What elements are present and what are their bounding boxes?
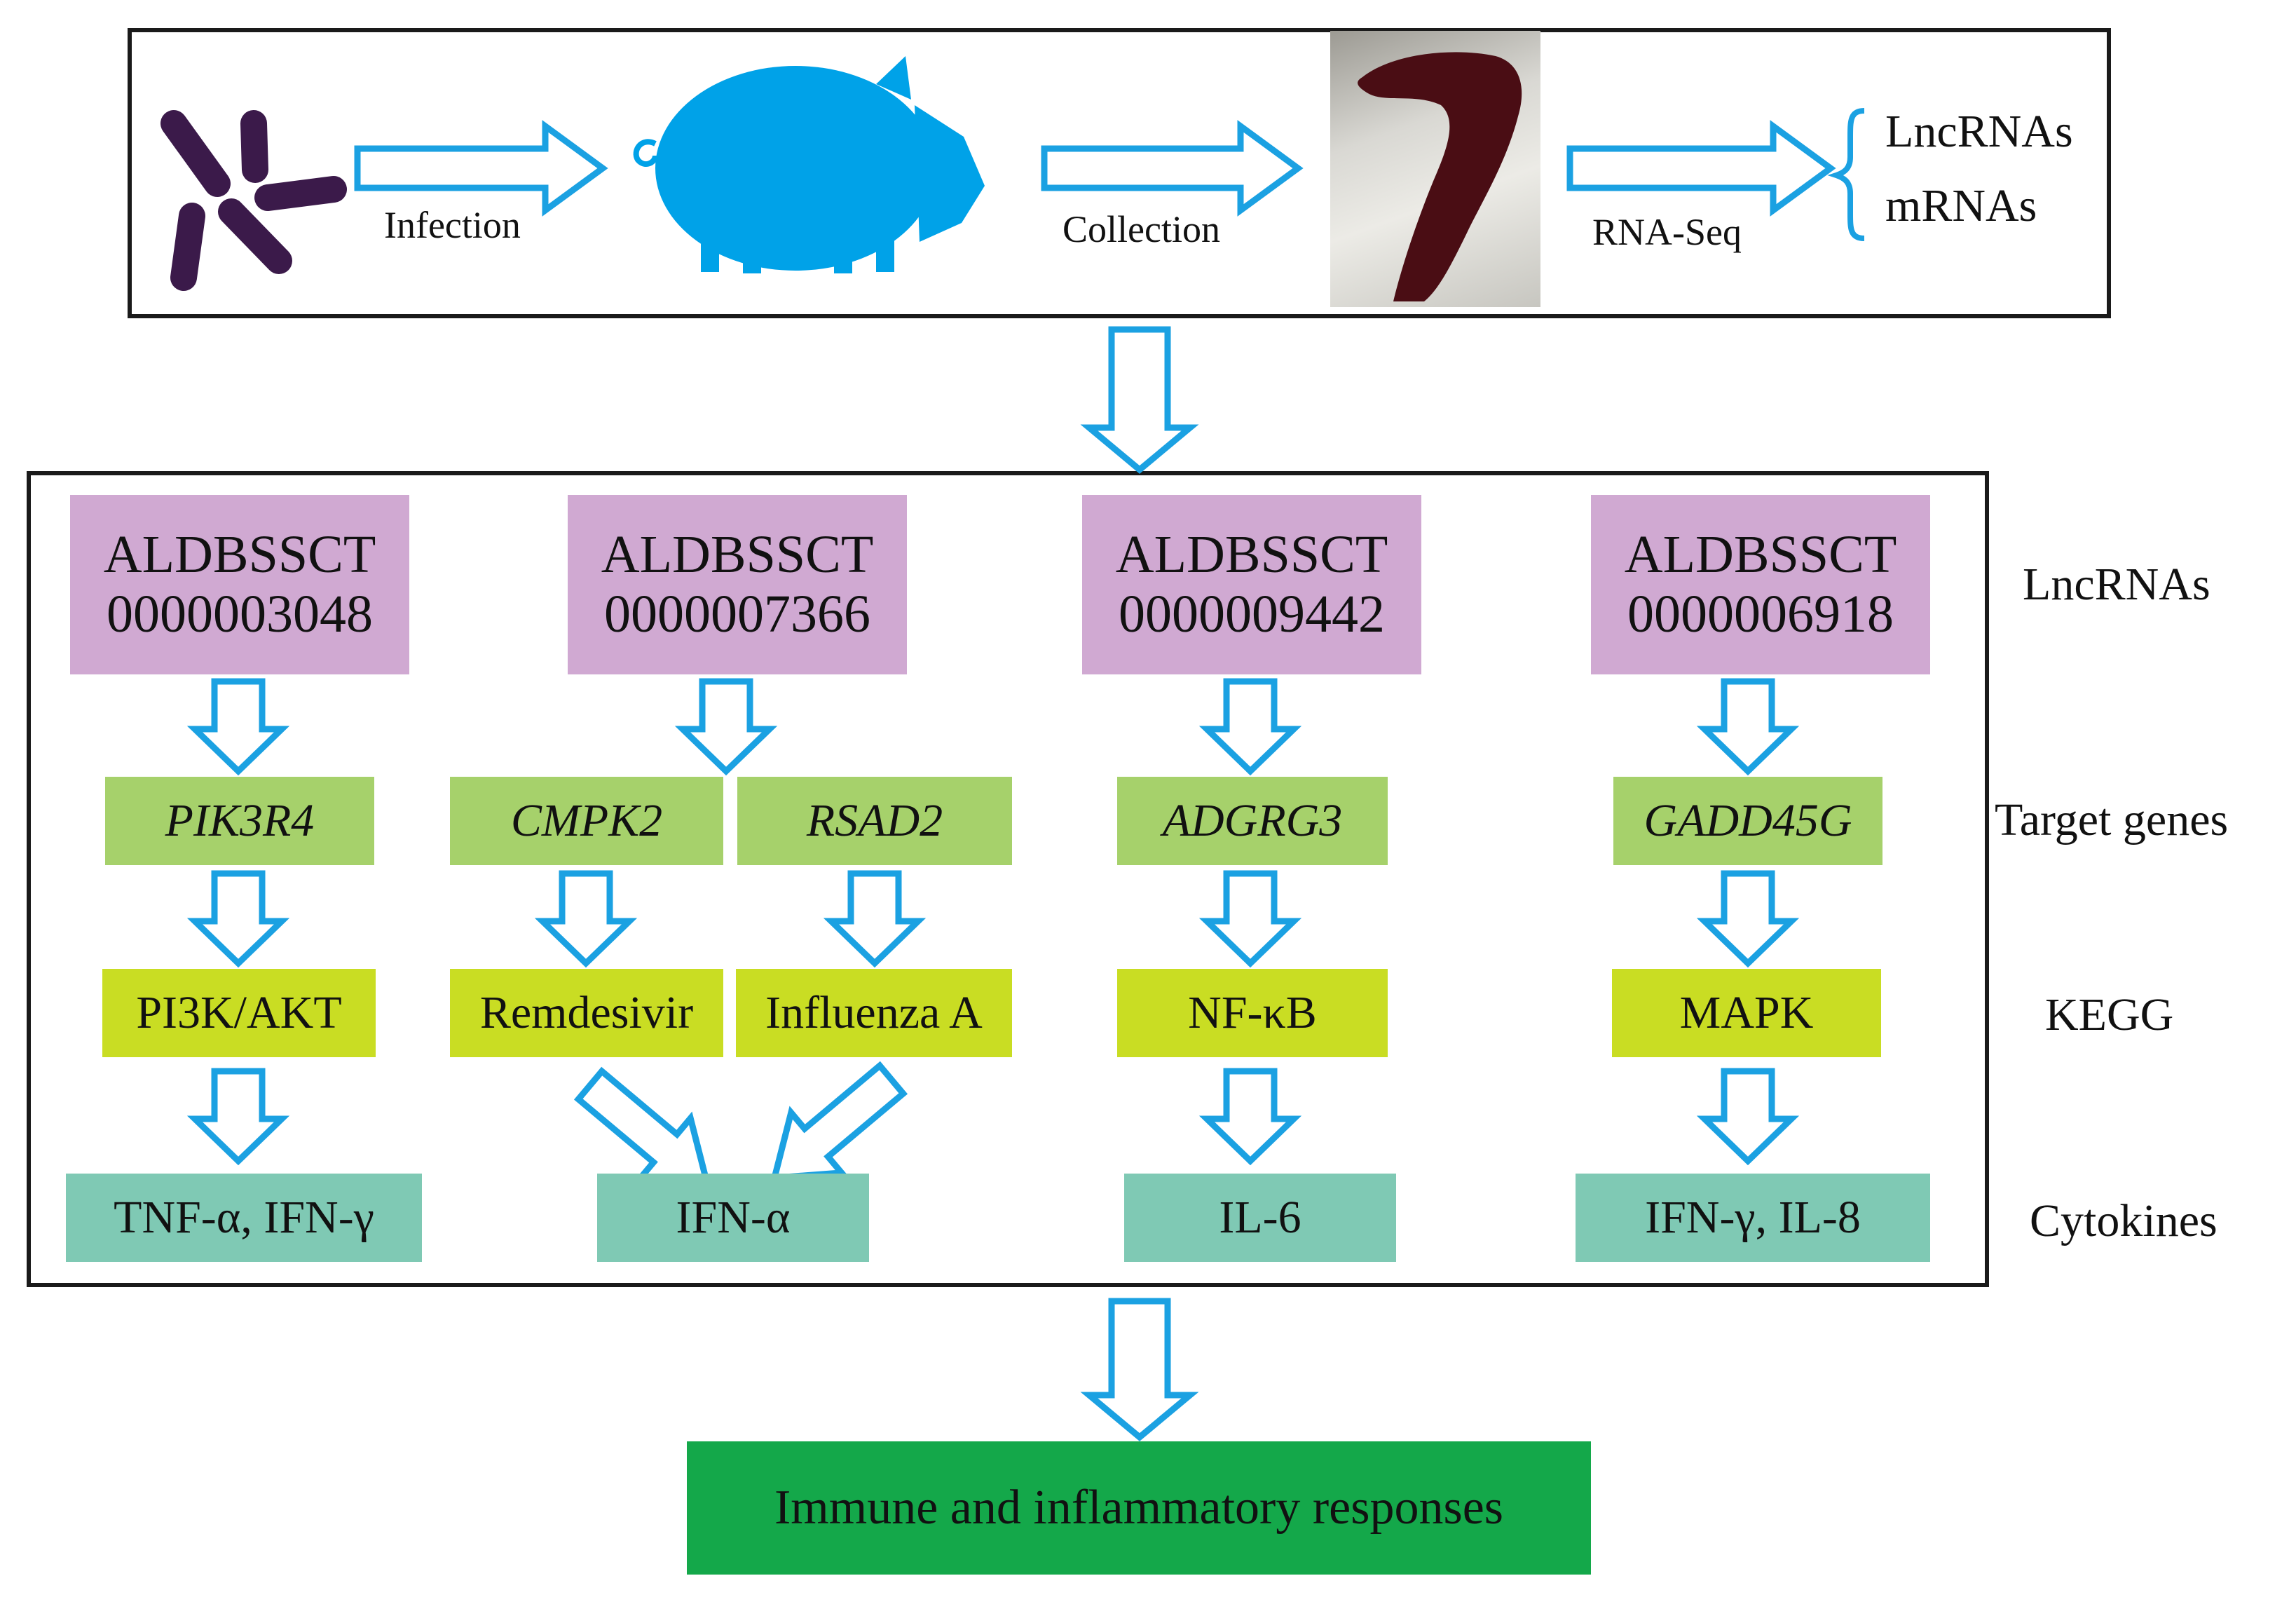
kegg-box-nf-kb: NF-κB (1117, 969, 1388, 1057)
arrow-gene3-kegg (823, 870, 927, 968)
arrow-kegg4-cyto (1696, 1068, 1800, 1166)
arrow-infection (354, 120, 608, 217)
cytokine-box-4: IFN-γ, IL-8 (1576, 1174, 1930, 1262)
arrow-collection (1041, 120, 1304, 217)
pathway-panel-frame (27, 471, 1989, 1287)
arrow-kegg3-cyto (1198, 1068, 1302, 1166)
arrow-gene1-kegg (186, 870, 290, 968)
gene-box-pik3r4: PIK3R4 (105, 777, 374, 865)
gene-box-adgrg3: ADGRG3 (1117, 777, 1388, 865)
lncrna-id: 0000009442 (1118, 585, 1385, 644)
arrow-lnc4-gene (1696, 678, 1800, 776)
tissue-sample-icon (1358, 52, 1522, 302)
arrow-gene5-kegg (1696, 870, 1800, 968)
cytokine-box-3: IL-6 (1124, 1174, 1396, 1262)
step-label-collection: Collection (1062, 208, 1220, 250)
output-mrnas: mRNAs (1885, 180, 2037, 231)
lncrna-prefix: ALDBSSCT (601, 524, 874, 584)
bacteria-icon (160, 110, 347, 291)
lncrna-prefix: ALDBSSCT (1624, 524, 1897, 584)
arrow-lnc2-genes (674, 678, 778, 776)
output-lncrnas: LncRNAs (1885, 106, 2073, 157)
lncrna-prefix: ALDBSSCT (103, 524, 376, 584)
kegg-box-remdesivir: Remdesivir (450, 969, 723, 1057)
kegg-box-influenza-a: Influenza A (736, 969, 1012, 1057)
arrow-top-to-pathways (1080, 326, 1199, 474)
row-label-kegg: KEGG (2045, 989, 2174, 1040)
arrow-gene4-kegg (1198, 870, 1302, 968)
arrow-influenza-to-ifn (770, 1061, 908, 1182)
kegg-box-mapk: MAPK (1612, 969, 1881, 1057)
step-label-infection: Infection (384, 204, 521, 246)
row-label-cytokines: Cytokines (2030, 1195, 2218, 1246)
lncrna-id: 0000006918 (1627, 585, 1894, 644)
cytokine-box-2: IFN-α (597, 1174, 869, 1262)
pig-icon (633, 56, 985, 273)
arrow-pathways-to-outcome (1080, 1298, 1199, 1441)
lncrna-prefix: ALDBSSCT (1115, 524, 1388, 584)
cytokine-box-1: TNF-α, IFN-γ (66, 1174, 422, 1262)
arrow-rna-seq (1566, 120, 1836, 217)
lncrna-id: 0000003048 (106, 585, 373, 644)
brace-icon (1827, 108, 1865, 241)
arrow-lnc3-gene (1198, 678, 1302, 776)
top-panel-frame (128, 28, 2111, 318)
row-label-lncrnas: LncRNAs (2023, 559, 2210, 610)
gene-box-rsad2: RSAD2 (737, 777, 1012, 865)
arrow-lnc1-gene (186, 678, 290, 776)
arrow-gene2-kegg (534, 870, 638, 968)
kegg-box-pi3k-akt: PI3K/AKT (102, 969, 376, 1057)
gene-box-gadd45g: GADD45G (1613, 777, 1882, 865)
lncrna-id: 0000007366 (603, 585, 870, 644)
arrow-kegg1-cyto (186, 1068, 290, 1166)
step-label-rna-seq: RNA-Seq (1592, 211, 1742, 253)
down-arrows (186, 326, 1800, 1441)
outcome-box: Immune and inflammatory responses (687, 1441, 1591, 1575)
row-label-target-genes: Target genes (1995, 794, 2229, 845)
gene-box-cmpk2: CMPK2 (450, 777, 723, 865)
